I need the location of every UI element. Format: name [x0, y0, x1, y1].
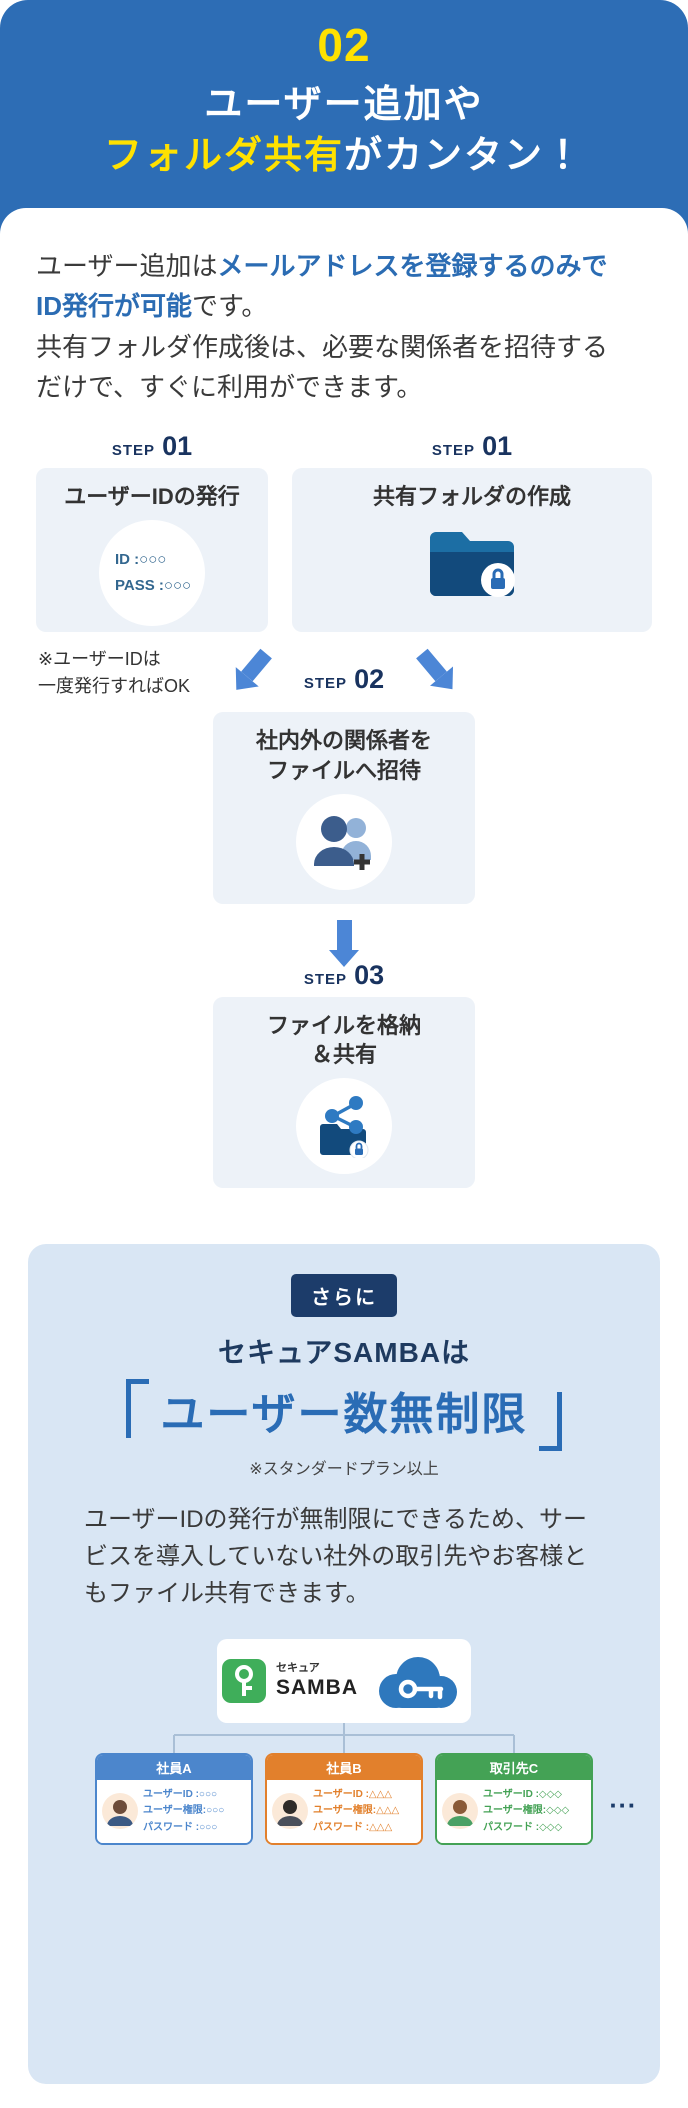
user-credentials: ユーザーID :◇◇◇ ユーザー権限:◇◇◇ パスワード :◇◇◇ [483, 1787, 569, 1837]
user-permission: ユーザー権限:◇◇◇ [483, 1805, 570, 1816]
samba-logo-icon [222, 1658, 266, 1703]
section-number: 02 [317, 19, 371, 71]
step-number: 03 [354, 959, 385, 990]
id-pass-circle: ID :○○○ PASS :○○○ [99, 519, 205, 626]
intro-text: ユーザー追加はメールアドレスを登録するのみでID発行が可能です。共有フォルダ作成… [36, 246, 618, 407]
logo-small-label: セキュア [276, 1662, 320, 1675]
step-word: STEP [303, 675, 348, 693]
user-permission: ユーザー権限:△△△ [313, 1805, 400, 1816]
hero-title-rest: がカンタン！ [344, 135, 585, 178]
step2-label: STEP 02 [304, 666, 384, 693]
invite-icon-circle [296, 793, 392, 890]
user-card-name: 社員A [97, 1754, 251, 1780]
user-card-body: ユーザーID :○○○ ユーザー権限:○○○ パスワード :○○○ [97, 1779, 251, 1843]
panel-badge: さらに [291, 1273, 397, 1317]
invite-title-line2: ファイルへ招待 [266, 757, 421, 783]
step-card-title: ファイルを格納 ＆共有 [223, 1011, 465, 1070]
step-card-title: 社内外の関係者を ファイルへ招待 [223, 726, 465, 785]
more-users-ellipsis: ... [609, 1783, 637, 1814]
user-cards-row: 社員A ユーザーID :○○○ ユーザー権限:○○○ パスワード :○○○ [95, 1752, 635, 1845]
unlimited-headline: ユーザー数無制限 [160, 1389, 528, 1439]
store-title-line2: ＆共有 [310, 1042, 377, 1068]
user-credentials: ユーザーID :○○○ ユーザー権限:○○○ パスワード :○○○ [143, 1787, 224, 1837]
converge-arrow-right-icon [416, 648, 447, 682]
note-line1: ※ユーザーIDは [38, 649, 161, 670]
unlimited-headline-frame: ユーザー数無制限 [126, 1378, 562, 1451]
step-card-store-share: ファイルを格納 ＆共有 [213, 996, 475, 1188]
step1-right-column: STEP 01 共有フォルダの作成 [292, 433, 652, 633]
step-word: STEP [303, 970, 348, 988]
cloud-key-icon [379, 1656, 457, 1708]
step-card-invite: 社内外の関係者を ファイルへ招待 [213, 712, 475, 904]
step1-left-label: STEP 01 [36, 433, 268, 460]
unlimited-panel: さらに セキュアSAMBAは ユーザー数無制限 ※スタンダードプラン以上 ユーザ… [28, 1243, 660, 2084]
step-card-title: ユーザーIDの発行 [64, 484, 240, 510]
user-password: パスワード :△△△ [313, 1821, 393, 1833]
share-folder-icon [320, 1095, 369, 1158]
step3-label: STEP 03 [36, 959, 652, 990]
org-illustration: セキュア SAMBA [56, 1638, 635, 1845]
id-line: ID :○○○ [115, 551, 167, 569]
intro-line2: 共有フォルダ作成後は、必要な関係者を招待するだけで、すぐに利用ができます。 [36, 331, 609, 402]
hero-section: 02 ユーザー追加や フォルダ共有がカンタン！ [0, 0, 688, 248]
step1-row: STEP 01 ユーザーIDの発行 ID :○○○ PASS :○○○ ※ユーザ… [36, 433, 652, 700]
panel-subtitle: セキュアSAMBAは [217, 1336, 471, 1368]
user-credentials: ユーザーID :△△△ ユーザー権限:△△△ パスワード :△△△ [313, 1787, 399, 1837]
samba-logo-box: セキュア SAMBA [217, 1638, 471, 1723]
hero-title: ユーザー追加や フォルダ共有がカンタン！ [0, 80, 688, 183]
hero-title-highlight: フォルダ共有 [103, 135, 344, 178]
store-title-line1: ファイルを格納 [266, 1012, 421, 1038]
plan-note: ※スタンダードプラン以上 [249, 1460, 439, 1478]
user-card-employee-a: 社員A ユーザーID :○○○ ユーザー権限:○○○ パスワード :○○○ [95, 1752, 253, 1845]
user-id: ユーザーID :△△△ [313, 1788, 392, 1800]
user-card-body: ユーザーID :△△△ ユーザー権限:△△△ パスワード :△△△ [267, 1779, 421, 1843]
user-card-name: 社員B [267, 1754, 421, 1780]
user-card-employee-b: 社員B ユーザーID :△△△ ユーザー権限:△△△ パスワード :△△△ [265, 1752, 423, 1845]
step-card-user-id: ユーザーIDの発行 ID :○○○ PASS :○○○ [36, 468, 268, 633]
user-id: ユーザーID :○○○ [143, 1788, 218, 1800]
user-id-note: ※ユーザーIDは 一度発行すればOK [36, 646, 268, 700]
intro-seg3: です。 [192, 291, 268, 322]
down-arrow-icon [336, 919, 352, 950]
folder-lock-icon [430, 531, 515, 597]
steps-diagram: STEP 01 ユーザーIDの発行 ID :○○○ PASS :○○○ ※ユーザ… [36, 433, 652, 1188]
note-line2: 一度発行すればOK [38, 676, 191, 697]
samba-logo-text: セキュア SAMBA [276, 1662, 358, 1698]
user-id: ユーザーID :◇◇◇ [483, 1788, 562, 1800]
converge-arrows: STEP 02 [36, 646, 652, 712]
store-icon-circle [296, 1077, 392, 1174]
avatar-icon [442, 1793, 478, 1830]
step-number: 01 [482, 431, 513, 462]
user-password: パスワード :○○○ [143, 1821, 218, 1833]
avatar-icon [272, 1793, 308, 1830]
user-card-body: ユーザーID :◇◇◇ ユーザー権限:◇◇◇ パスワード :◇◇◇ [437, 1779, 591, 1843]
user-card-name: 取引先C [437, 1754, 591, 1780]
intro-highlight: メールアドレスを登録するのみでID発行が可能 [36, 251, 608, 322]
step-word: STEP [431, 442, 476, 460]
step-card-create-folder: 共有フォルダの作成 [292, 468, 652, 633]
user-card-client-c: 取引先C ユーザーID :◇◇◇ ユーザー権限:◇◇◇ パスワード :◇◇◇ [435, 1752, 593, 1845]
hero-title-line2: フォルダ共有がカンタン！ [0, 131, 688, 182]
avatar-icon [102, 1793, 138, 1830]
pass-line: PASS :○○○ [115, 576, 192, 594]
step-number: 02 [354, 664, 385, 695]
intro-seg1: ユーザー追加は [36, 251, 218, 281]
content-card: ユーザー追加はメールアドレスを登録するのみでID発行が可能です。共有フォルダ作成… [0, 208, 688, 2108]
panel-body-text: ユーザーIDの発行が無制限にできるため、サービスを導入していない社外の取引先やお… [84, 1505, 588, 1608]
people-plus-icon [314, 815, 371, 870]
step-word: STEP [111, 442, 156, 460]
user-permission: ユーザー権限:○○○ [143, 1805, 225, 1816]
org-tree-lines [173, 1722, 515, 1753]
hero-title-line1: ユーザー追加や [204, 84, 484, 126]
step-number: 01 [162, 431, 193, 462]
step1-right-label: STEP 01 [292, 433, 652, 460]
user-password: パスワード :◇◇◇ [483, 1821, 563, 1833]
step-card-title: 共有フォルダの作成 [372, 484, 571, 510]
step1-left-column: STEP 01 ユーザーIDの発行 ID :○○○ PASS :○○○ ※ユーザ… [36, 433, 268, 700]
logo-name-label: SAMBA [276, 1675, 358, 1699]
invite-title-line1: 社内外の関係者を [255, 728, 432, 754]
